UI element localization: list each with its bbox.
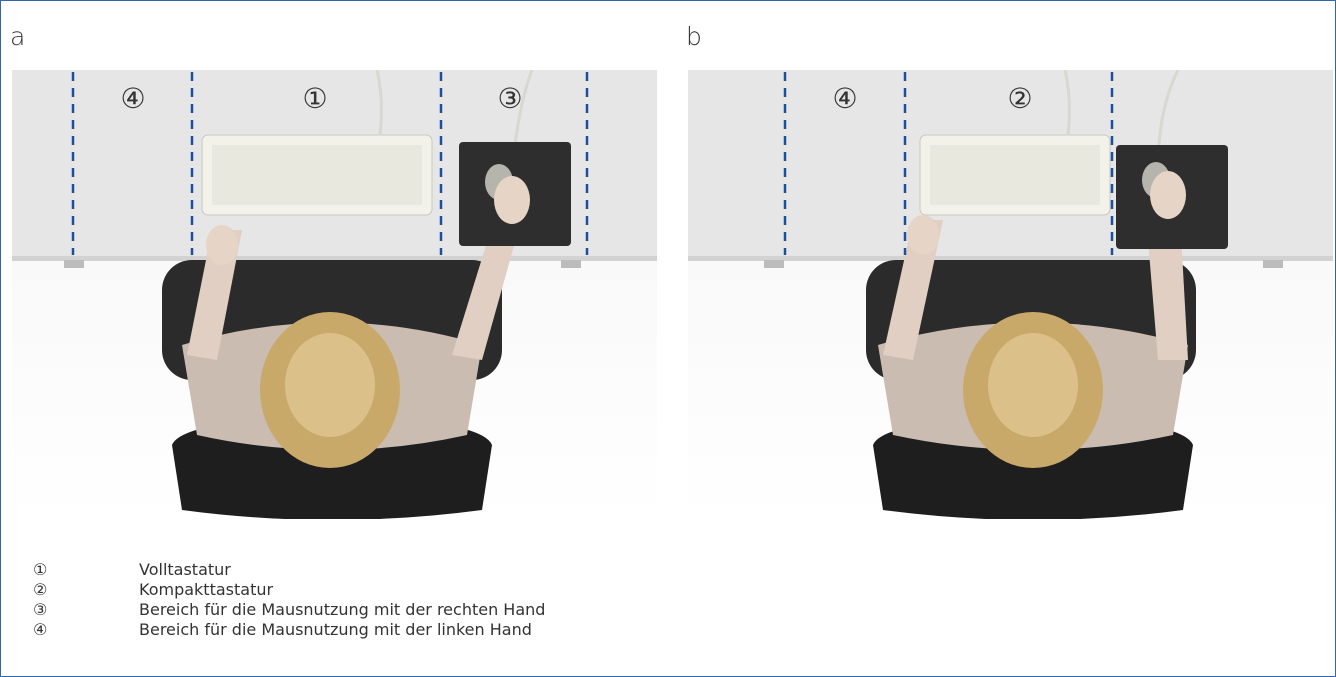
legend-number: ④ bbox=[33, 620, 48, 639]
panel-b-illustration: ④ ② bbox=[688, 70, 1333, 519]
legend-number: ② bbox=[33, 580, 48, 599]
legend-text: Kompakttastatur bbox=[139, 580, 274, 599]
legend-number: ① bbox=[33, 560, 48, 579]
legend-item: ③ Bereich für die Mausnutzung mit der re… bbox=[33, 600, 545, 620]
right-arm bbox=[452, 210, 524, 360]
zone-marker-left: ④ bbox=[832, 82, 858, 115]
legend-item: ② Kompakttastatur bbox=[33, 580, 545, 600]
zone-marker-keyboard: ② bbox=[1007, 82, 1033, 115]
right-hand bbox=[494, 176, 530, 224]
panel-a-illustration: ④ ① ③ bbox=[12, 70, 657, 519]
legend-text: Bereich für die Mausnutzung mit der link… bbox=[139, 620, 532, 639]
left-hand bbox=[206, 225, 238, 265]
zone-marker-keyboard: ① bbox=[302, 82, 328, 115]
zone-marker-left: ④ bbox=[120, 82, 146, 115]
left-arm bbox=[883, 220, 943, 360]
right-hand bbox=[1150, 171, 1186, 219]
legend: ① Volltastatur ② Kompakttastatur ③ Berei… bbox=[33, 560, 545, 640]
legend-item: ① Volltastatur bbox=[33, 560, 545, 580]
zone-dividers bbox=[783, 72, 1114, 255]
panel-a-label: a bbox=[10, 22, 26, 51]
left-hand bbox=[907, 215, 939, 255]
legend-text: Bereich für die Mausnutzung mit der rech… bbox=[139, 600, 546, 619]
legend-item: ④ Bereich für die Mausnutzung mit der li… bbox=[33, 620, 545, 640]
zone-marker-right: ③ bbox=[497, 82, 523, 115]
legend-number: ③ bbox=[33, 600, 48, 619]
legend-text: Volltastatur bbox=[139, 560, 231, 579]
panel-b-label: b bbox=[686, 22, 702, 51]
zone-dividers bbox=[71, 72, 589, 255]
